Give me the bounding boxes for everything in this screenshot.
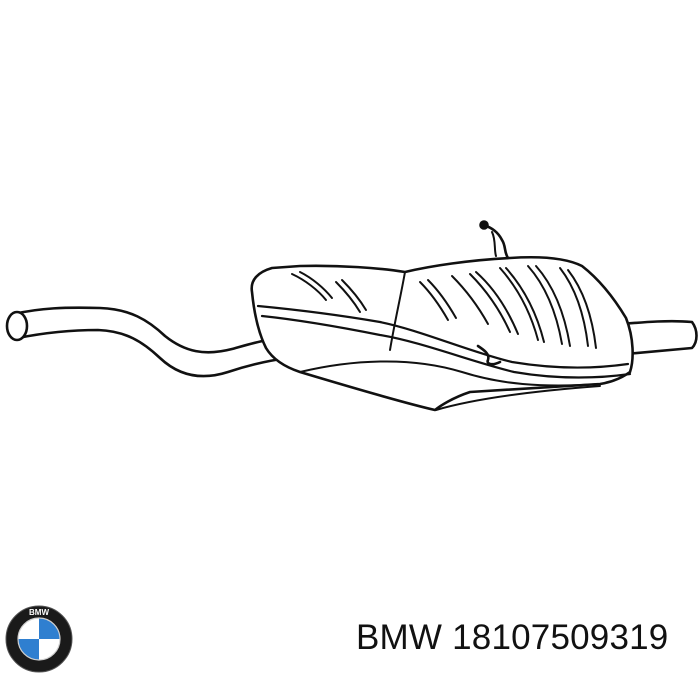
bmw-roundel-icon: BMW bbox=[5, 605, 73, 673]
outlet-stub bbox=[620, 319, 698, 356]
tailpipe-opening bbox=[5, 310, 29, 342]
brand-name: BMW bbox=[356, 618, 443, 657]
svg-text:BMW: BMW bbox=[29, 608, 49, 617]
part-number: 18107509319 bbox=[452, 618, 669, 657]
tailpipe bbox=[12, 306, 290, 378]
exhaust-muffler-icon bbox=[5, 220, 698, 412]
hanger-rod bbox=[482, 223, 510, 260]
mount-bracket bbox=[476, 344, 502, 366]
